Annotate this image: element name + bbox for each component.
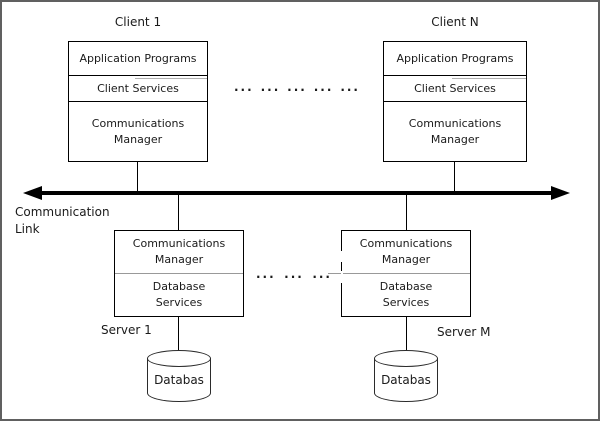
- left-arrowhead-icon: [23, 186, 42, 200]
- client-1-title: Client 1: [114, 15, 162, 29]
- server-m-to-database-connector: [406, 317, 407, 352]
- client-1-layer-client-services: Client Services: [69, 76, 207, 102]
- link-to-server-m-connector: [406, 195, 407, 230]
- server-1-to-database-connector: [178, 317, 179, 354]
- communication-link-label: Communication Link: [15, 205, 110, 236]
- ellipsis: ...: [284, 267, 304, 281]
- ellipsis: ...: [287, 80, 307, 94]
- client-1-layer-application-programs: Application Programs: [69, 42, 207, 76]
- server-1-layer-database-services: Database Services: [152, 280, 206, 309]
- divider-artifact-line: [135, 78, 207, 79]
- server-m-layer-database-services: Database Services: [379, 280, 433, 309]
- server-m-box: Communications Manager Database Services: [328, 230, 471, 317]
- client-n-layer-application-programs: Application Programs: [384, 42, 526, 76]
- database-1-cylinder-icon: Databas: [147, 350, 211, 402]
- ellipsis: ...: [256, 267, 276, 281]
- right-arrowhead-icon: [551, 186, 570, 200]
- server-m-layer-communications-manager: Communications Manager: [342, 231, 470, 274]
- cylinder-top: [147, 350, 211, 367]
- arrow-shaft: [40, 191, 552, 195]
- client-n-box: Application Programs Client Services Com…: [383, 41, 527, 162]
- divider-overhang-artifact: [328, 273, 342, 274]
- ellipsis: ...: [260, 80, 281, 94]
- cylinder-top: [374, 350, 438, 367]
- servers-ellipsis-row: ... ... ...: [256, 267, 332, 281]
- border-gap-artifact: [341, 251, 343, 262]
- divider-artifact-line: [452, 78, 526, 79]
- ellipsis: ...: [313, 80, 334, 94]
- server-1-title: Server 1: [101, 323, 152, 337]
- clients-ellipsis-row: ... ... ... ... ...: [234, 80, 360, 94]
- client-n-title: Client N: [431, 15, 479, 29]
- ellipsis: ...: [234, 80, 254, 94]
- server-1-layer-communications-manager: Communications Manager: [115, 231, 243, 274]
- client-1-box: Application Programs Client Services Com…: [68, 41, 208, 162]
- server-1-box: Communications Manager Database Services: [114, 230, 244, 317]
- database-m-cylinder-icon: Databas: [374, 350, 438, 402]
- client-n-to-link-connector: [454, 162, 455, 191]
- ellipsis: ...: [312, 267, 332, 281]
- database-1-label: Databas: [154, 373, 204, 387]
- server-m-title: Server M: [437, 325, 491, 339]
- client-n-layer-communications-manager: Communications Manager: [408, 116, 502, 146]
- border-gap-artifact: [341, 271, 343, 283]
- client-n-layer-client-services: Client Services: [384, 76, 526, 102]
- client-1-to-link-connector: [137, 162, 138, 191]
- database-m-label: Databas: [381, 373, 431, 387]
- client-1-layer-communications-manager: Communications Manager: [91, 116, 185, 146]
- ellipsis: ...: [340, 80, 360, 94]
- link-to-server-1-connector: [178, 195, 179, 230]
